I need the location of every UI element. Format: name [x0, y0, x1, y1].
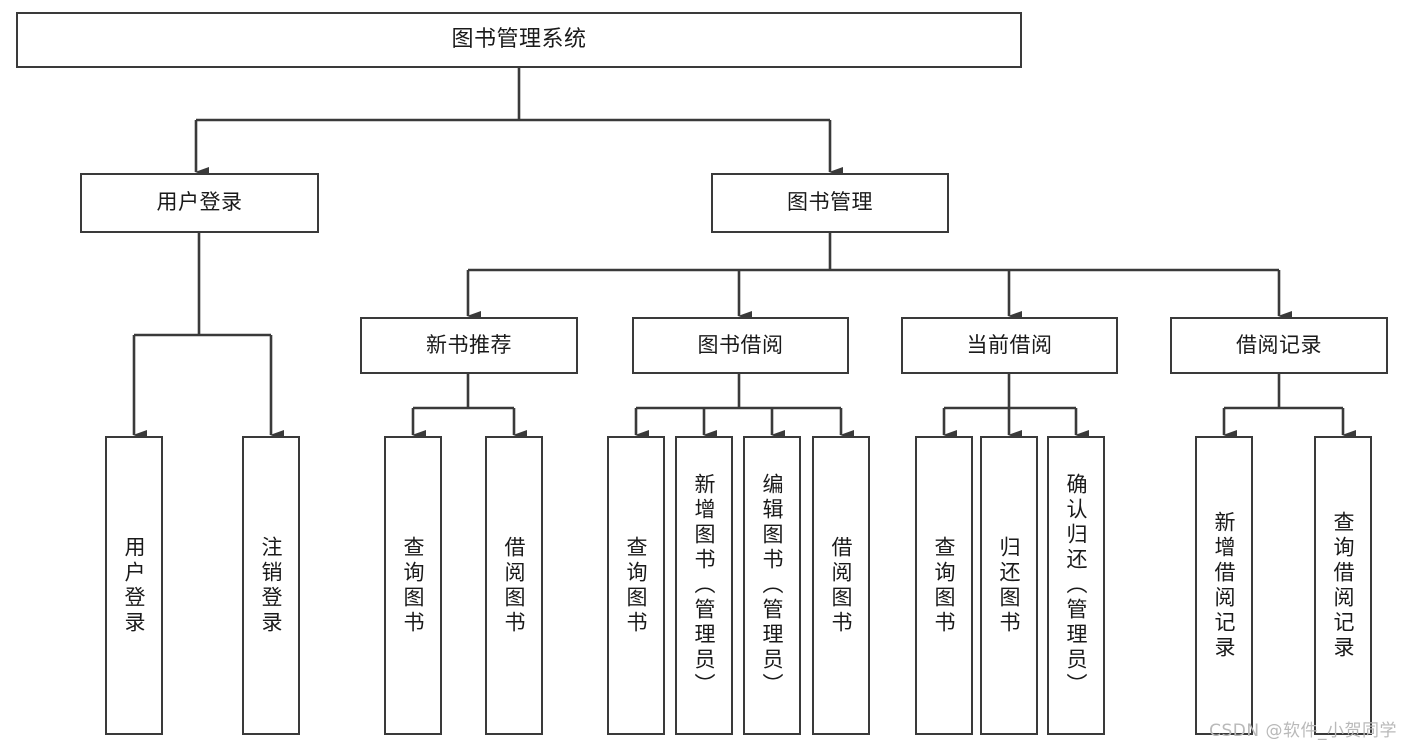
- leaf-current-confirm-return-label: 确认归还（管理员）: [1064, 473, 1089, 698]
- leaf-records-add-label: 新增借阅记录: [1212, 510, 1237, 661]
- leaf-current-query-label: 查询图书: [932, 535, 957, 636]
- leaf-current-return-label: 归还图书: [997, 535, 1022, 636]
- leaf-borrow-borrow-book[interactable]: 借阅图书: [812, 436, 870, 735]
- node-new-book-recommend[interactable]: 新书推荐: [360, 317, 578, 374]
- node-new-book-recommend-label: 新书推荐: [426, 332, 512, 357]
- leaf-user-login-label: 用户登录: [122, 535, 147, 636]
- leaf-logout-label: 注销登录: [259, 535, 284, 636]
- leaf-new-book-query[interactable]: 查询图书: [384, 436, 442, 735]
- leaf-current-query[interactable]: 查询图书: [915, 436, 973, 735]
- node-book-manage-label: 图书管理: [787, 190, 873, 215]
- leaf-borrow-edit-book-label: 编辑图书（管理员）: [760, 473, 785, 698]
- node-book-borrow-label: 图书借阅: [697, 332, 784, 357]
- node-borrow-records-label: 借阅记录: [1236, 332, 1322, 357]
- node-user-login-label: 用户登录: [156, 190, 243, 215]
- leaf-records-query[interactable]: 查询借阅记录: [1314, 436, 1372, 735]
- leaf-new-book-query-label: 查询图书: [401, 535, 426, 636]
- leaf-current-return[interactable]: 归还图书: [980, 436, 1038, 735]
- leaf-borrow-query[interactable]: 查询图书: [607, 436, 665, 735]
- leaf-new-book-borrow[interactable]: 借阅图书: [485, 436, 543, 735]
- leaf-borrow-add-book[interactable]: 新增图书（管理员）: [675, 436, 733, 735]
- node-book-borrow[interactable]: 图书借阅: [632, 317, 849, 374]
- leaf-new-book-borrow-label: 借阅图书: [502, 535, 527, 636]
- leaf-borrow-add-book-label: 新增图书（管理员）: [692, 473, 717, 698]
- watermark-text: CSDN @软件_小贺同学: [1209, 721, 1397, 741]
- node-current-borrow-label: 当前借阅: [966, 332, 1053, 357]
- leaf-current-confirm-return[interactable]: 确认归还（管理员）: [1047, 436, 1105, 735]
- leaf-borrow-edit-book[interactable]: 编辑图书（管理员）: [743, 436, 801, 735]
- leaf-records-query-label: 查询借阅记录: [1331, 510, 1356, 661]
- node-current-borrow[interactable]: 当前借阅: [901, 317, 1118, 374]
- node-user-login[interactable]: 用户登录: [80, 173, 319, 233]
- node-root-label: 图书管理系统: [451, 27, 587, 53]
- leaf-borrow-borrow-book-label: 借阅图书: [829, 535, 854, 636]
- node-book-manage[interactable]: 图书管理: [711, 173, 949, 233]
- leaf-logout[interactable]: 注销登录: [242, 436, 300, 735]
- node-root[interactable]: 图书管理系统: [16, 12, 1022, 68]
- node-borrow-records[interactable]: 借阅记录: [1170, 317, 1388, 374]
- leaf-user-login[interactable]: 用户登录: [105, 436, 163, 735]
- leaf-borrow-query-label: 查询图书: [624, 535, 649, 636]
- leaf-records-add[interactable]: 新增借阅记录: [1195, 436, 1253, 735]
